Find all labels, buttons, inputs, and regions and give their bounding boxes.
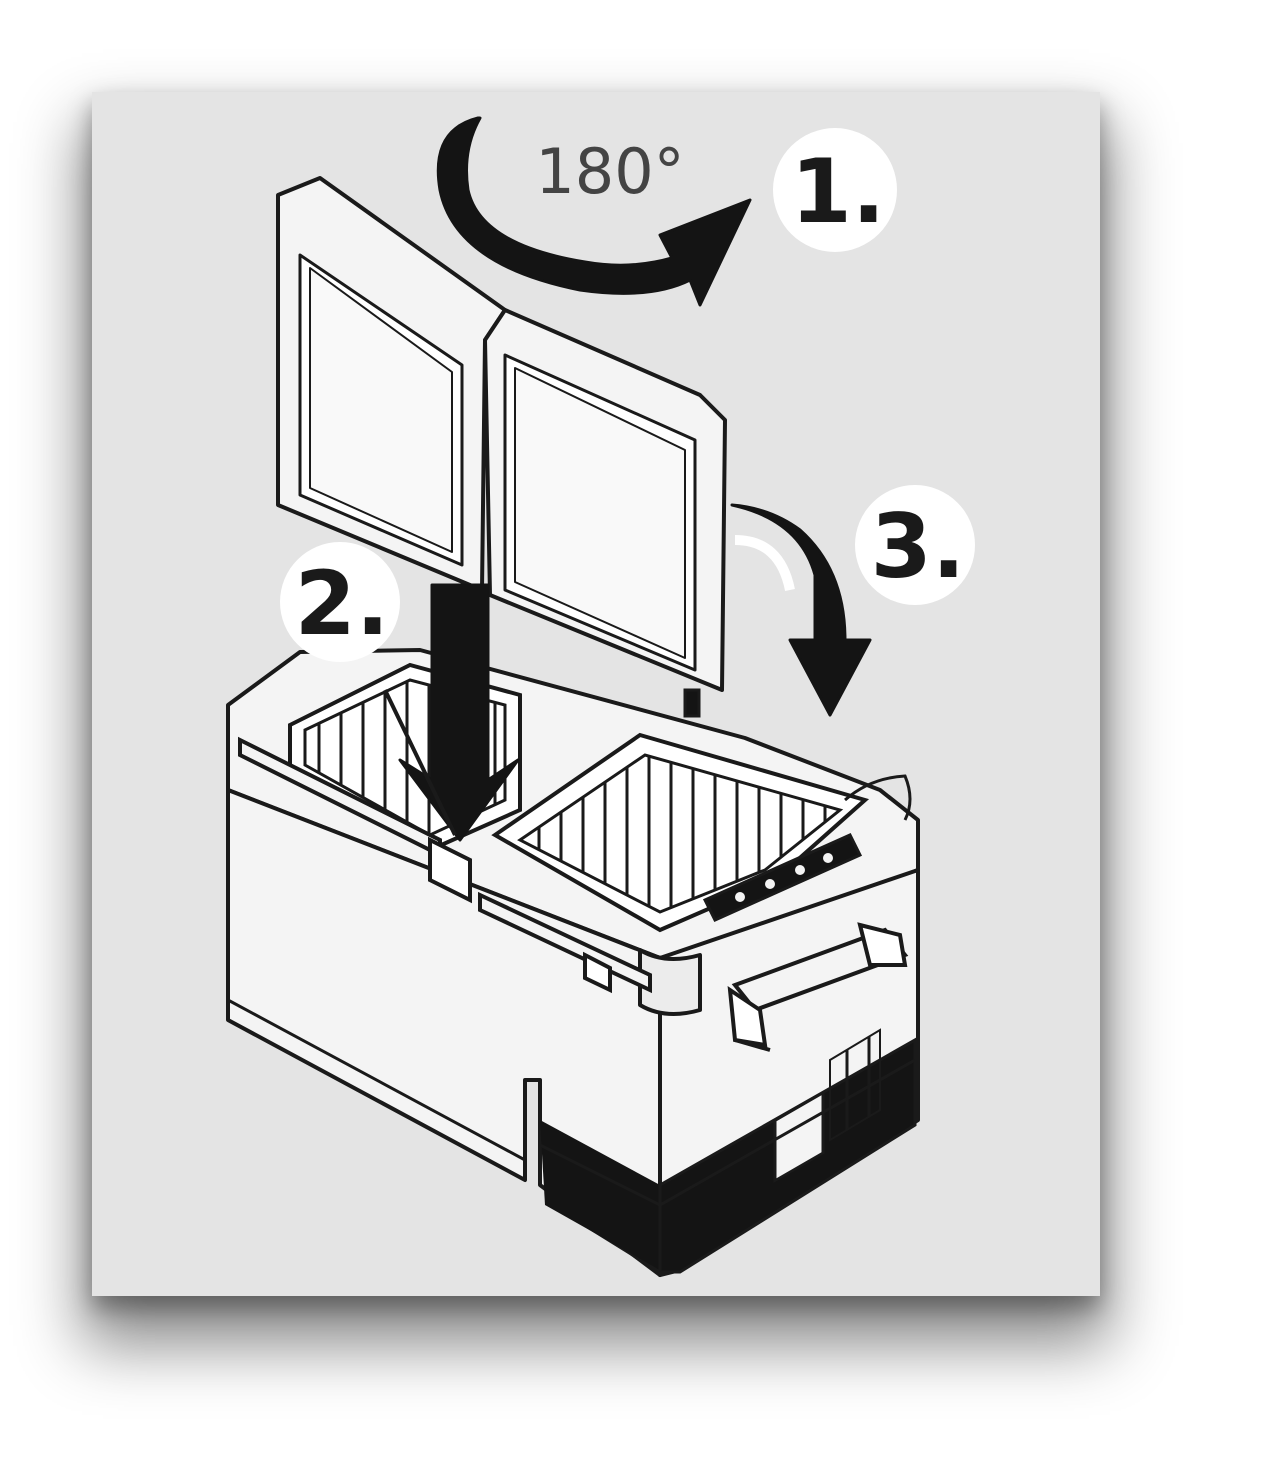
step-2-label: 2. (295, 552, 390, 655)
right-compartment (491, 732, 870, 933)
close-arrow-highlight (734, 535, 795, 592)
control-panel (702, 833, 863, 922)
side-handle (727, 922, 909, 1052)
power-cable (844, 774, 912, 821)
step-1-badge: 1. (773, 128, 897, 252)
vent-panel (773, 1028, 881, 1183)
base-bottom-band (540, 1120, 660, 1270)
step-1-label: 1. (791, 140, 886, 243)
rotate-arrow (436, 116, 752, 307)
rotation-degrees-label: 180° (535, 135, 684, 208)
close-arrow (730, 503, 872, 717)
step-3-label: 3. (871, 495, 966, 598)
step-2-badge: 2. (280, 542, 400, 662)
left-lid (276, 176, 507, 592)
lid-rails (238, 736, 652, 994)
step-3-badge: 3. (855, 485, 975, 605)
body-seams (227, 998, 916, 1207)
down-arrow-outline (383, 689, 457, 836)
right-lid (483, 308, 727, 692)
